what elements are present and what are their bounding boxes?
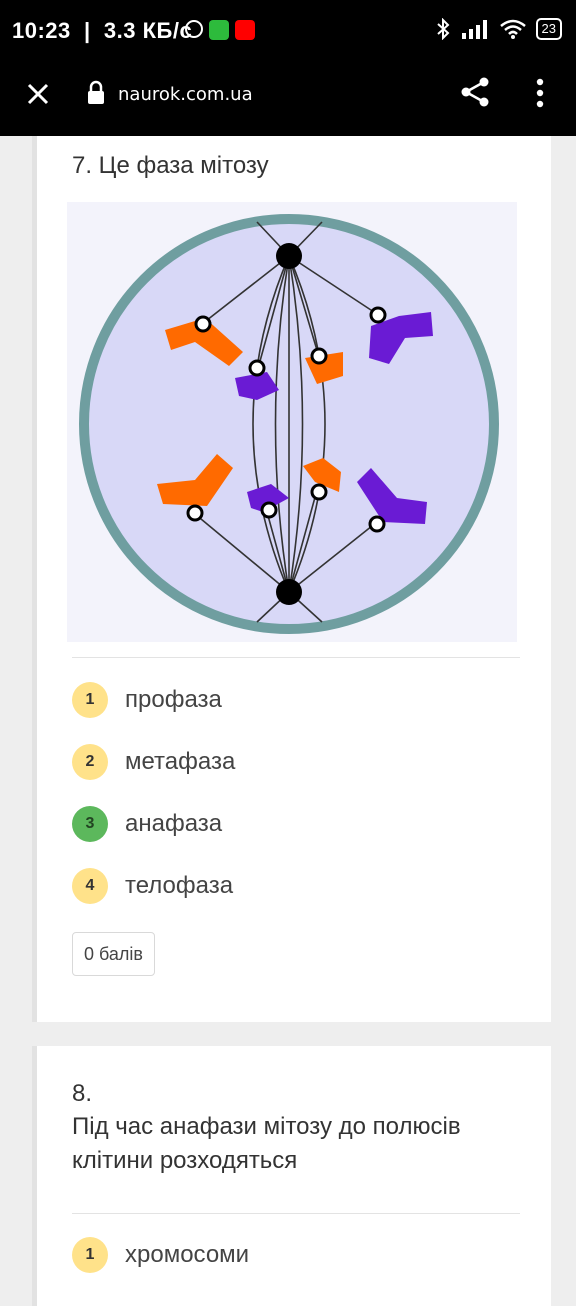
- option-1[interactable]: 1 профаза: [72, 682, 222, 718]
- url-text[interactable]: naurok.com.ua: [118, 84, 253, 105]
- system-status-icons: 23: [434, 18, 562, 40]
- question-number: 8.: [72, 1080, 93, 1107]
- option-number: 1: [72, 1237, 108, 1273]
- youtube-icon: [235, 20, 255, 40]
- option-2[interactable]: 2 метафаза: [72, 744, 235, 780]
- mitosis-image: [67, 202, 517, 642]
- wifi-icon: [499, 19, 526, 39]
- browser-toolbar: naurok.com.ua: [0, 62, 576, 136]
- battery-indicator: 23: [535, 18, 562, 40]
- close-icon[interactable]: [26, 82, 50, 106]
- option-text: профаза: [125, 686, 222, 713]
- question-card-7: 7. Це фаза мітозу: [32, 136, 551, 1022]
- option-number: 1: [72, 682, 108, 718]
- option-4[interactable]: 4 телофаза: [72, 868, 233, 904]
- question-title: 7. Це фаза мітозу: [72, 152, 269, 179]
- status-bar: 10:23 | 3.3 КБ/с 23: [0, 0, 576, 62]
- bluetooth-icon: [436, 18, 449, 40]
- notification-icons: [185, 20, 255, 40]
- share-icon[interactable]: [459, 76, 491, 108]
- lock-icon: [88, 80, 104, 104]
- option-text: анафаза: [125, 810, 223, 837]
- network-speed: 3.3 КБ/с: [103, 18, 193, 43]
- option-text: хромосоми: [125, 1241, 250, 1268]
- option-1[interactable]: 1 хромосоми: [72, 1237, 249, 1273]
- fitness-app-icon: [209, 20, 229, 40]
- question-text: Під час анафази мітозу до полюсів клітин…: [72, 1113, 461, 1174]
- option-number: 3: [72, 806, 108, 842]
- option-3-correct[interactable]: 3 анафаза: [72, 806, 222, 842]
- option-number: 2: [72, 744, 108, 780]
- option-text: телофаза: [125, 872, 234, 899]
- divider: [72, 1213, 520, 1214]
- signal-icon: [461, 20, 487, 39]
- question-card-8: 8. Під час анафази мітозу до полюсів клі…: [32, 1046, 551, 1306]
- option-text: метафаза: [125, 748, 236, 775]
- alarm-icon: [185, 20, 203, 38]
- score-badge: 0 балів: [72, 932, 155, 976]
- status-time: 10:23 | 3.3 КБ/с: [12, 18, 193, 43]
- divider: [72, 657, 520, 658]
- option-number: 4: [72, 868, 108, 904]
- more-icon[interactable]: [535, 78, 545, 108]
